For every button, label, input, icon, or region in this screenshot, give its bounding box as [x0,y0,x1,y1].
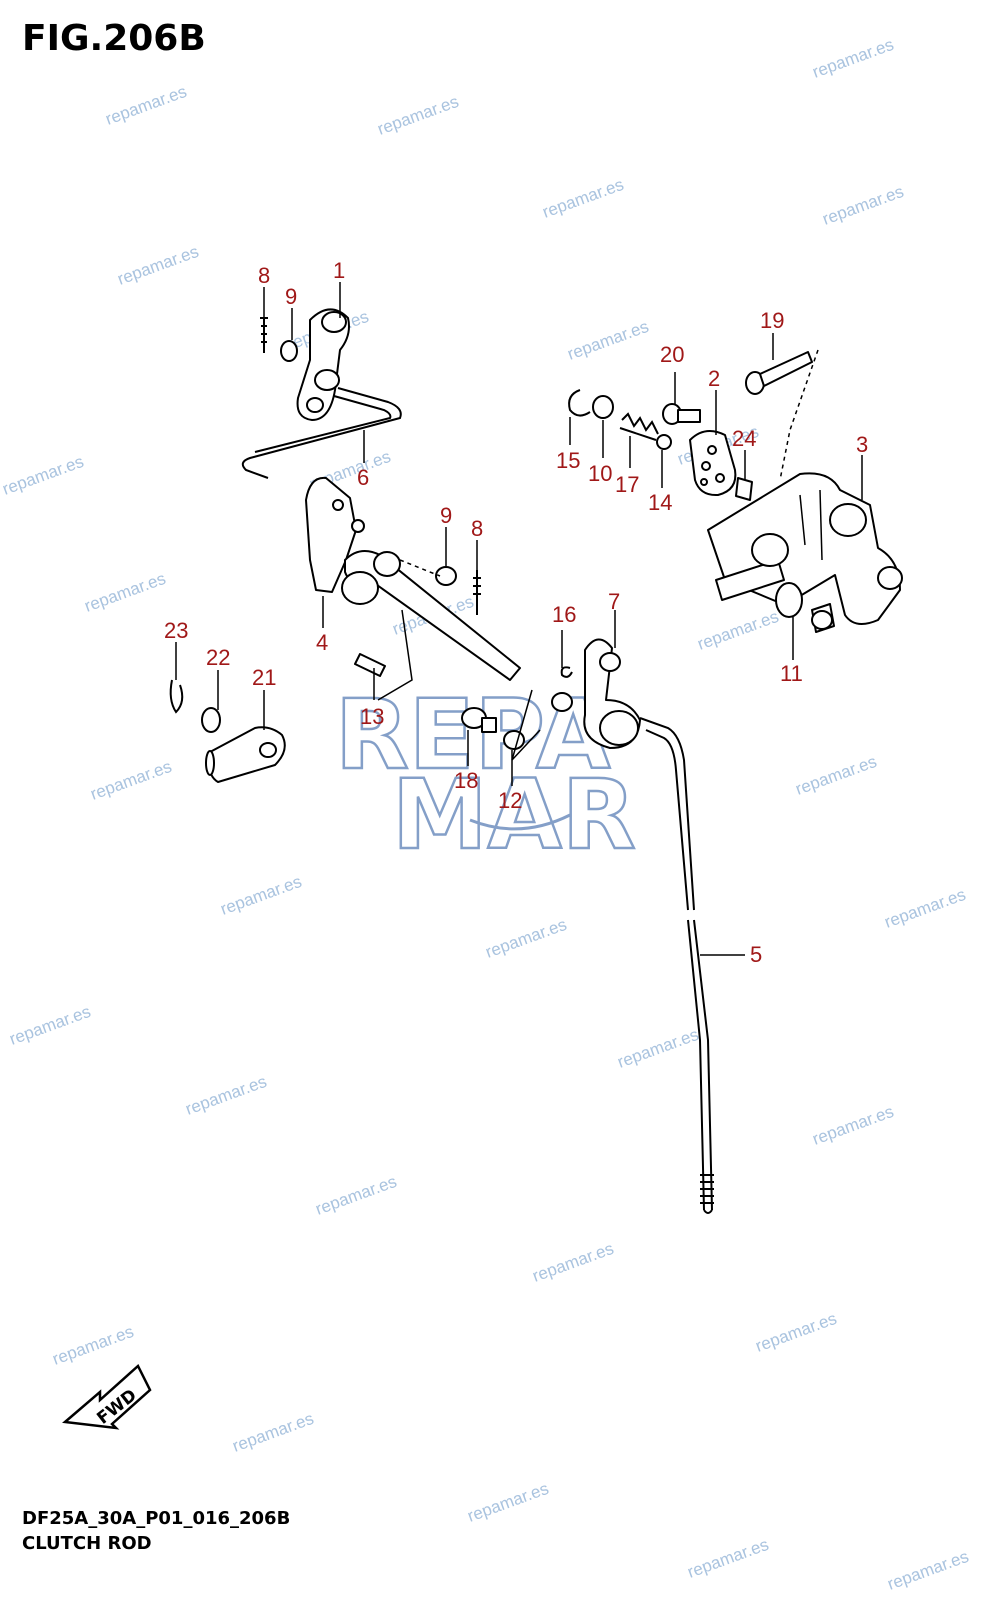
callout-8a: 8 [258,263,270,288]
callout-22: 22 [206,645,230,670]
watermark: repamar.es [7,1002,93,1049]
model-code: DF25A_30A_P01_016_206B [22,1508,291,1529]
watermark: repamar.es [313,1172,399,1219]
watermark: repamar.es [882,885,968,932]
callout-8b: 8 [471,516,483,541]
watermark: repamar.es [615,1025,701,1072]
part-e-ring [560,666,573,678]
callout-12: 12 [498,788,522,813]
watermark: repamar.es [483,915,569,962]
watermark: repamar.es [88,757,174,804]
part-snap-ring [568,389,591,417]
callout-23: 23 [164,618,188,643]
part-spring [619,412,659,441]
callout-14: 14 [648,490,672,515]
part-clutch-rod-lever [551,638,641,749]
watermark: repamar.es [115,242,201,289]
watermark: repamar.es [810,1102,896,1149]
watermark: repamar.es [793,752,879,799]
callout-24: 24 [732,426,756,451]
watermark: repamar.es [183,1072,269,1119]
watermark: repamar.es [82,569,168,616]
callout-17: 17 [615,472,639,497]
callout-11: 11 [780,661,803,686]
watermark: repamar.es [810,35,896,82]
callout-19: 19 [760,308,784,333]
part-bolt [662,403,701,425]
part-bolt [461,707,497,733]
part-washer [280,340,298,362]
watermark: repamar.es [375,92,461,139]
watermark: repamar.es [695,607,781,654]
watermark: repamar.es [465,1479,551,1526]
watermark: repamar.es [218,872,304,919]
callout-15: 15 [556,448,580,473]
part-clutch-rod [639,717,714,1214]
section-name: CLUTCH ROD [22,1533,152,1554]
callout-20: 20 [660,342,684,367]
callout-21: 21 [252,665,276,690]
callout-7: 7 [608,589,620,614]
part-clutch-lever [296,308,350,421]
logo-line-bottom: MAR [392,759,636,871]
callout-6: 6 [357,465,369,490]
part-o-ring [775,582,803,618]
watermark: repamar.es [753,1309,839,1356]
part-steel-ball [656,434,672,450]
watermark: repamar.es [0,452,86,499]
watermark: repamar.es [530,1239,616,1286]
watermark: repamar.es [50,1322,136,1369]
part-cotter-pin [473,570,481,615]
watermark: repamar.es [685,1535,771,1582]
part-link-rod [241,387,402,479]
callout-9a: 9 [285,284,297,309]
callout-16: 16 [552,602,576,627]
callout-10: 10 [588,461,612,486]
callout-18: 18 [454,768,478,793]
watermark: repamar.es [885,1547,971,1594]
part-cotter-pin [260,317,268,353]
callout-2: 2 [708,366,720,391]
part-washer [503,730,525,750]
fwd-arrow-icon: FWD [62,1363,152,1430]
part-spring-clip [169,679,184,714]
callout-5: 5 [750,942,762,967]
part-washer [592,395,614,419]
callout-9b: 9 [440,503,452,528]
part-bolt [745,351,813,395]
watermark: repamar.es [103,82,189,129]
part-washer [435,566,457,586]
watermark: repamar.es [230,1409,316,1456]
part-shift-shaft [305,476,521,681]
figure-title: FIG.206B [22,18,206,59]
part-shift-lever [205,726,286,783]
watermark: repamar.es [540,175,626,222]
part-washer [201,707,221,733]
part-guide-pin [735,477,753,501]
part-clutch-housing [707,472,903,633]
part-detent-plate [689,430,737,497]
callout-1: 1 [333,258,345,283]
logo-wave-icon [469,813,571,831]
callout-4: 4 [316,630,328,655]
callout-layer: 1 2 3 4 5 6 7 8 8 9 9 10 11 12 13 14 15 … [164,258,868,967]
leader-lines [175,282,863,956]
part-dowel-pin [354,653,386,677]
watermark: repamar.es [820,182,906,229]
callout-13: 13 [360,704,384,729]
watermark: repamar.es [565,317,651,364]
parts-layer [169,308,903,1214]
callout-3: 3 [856,432,868,457]
